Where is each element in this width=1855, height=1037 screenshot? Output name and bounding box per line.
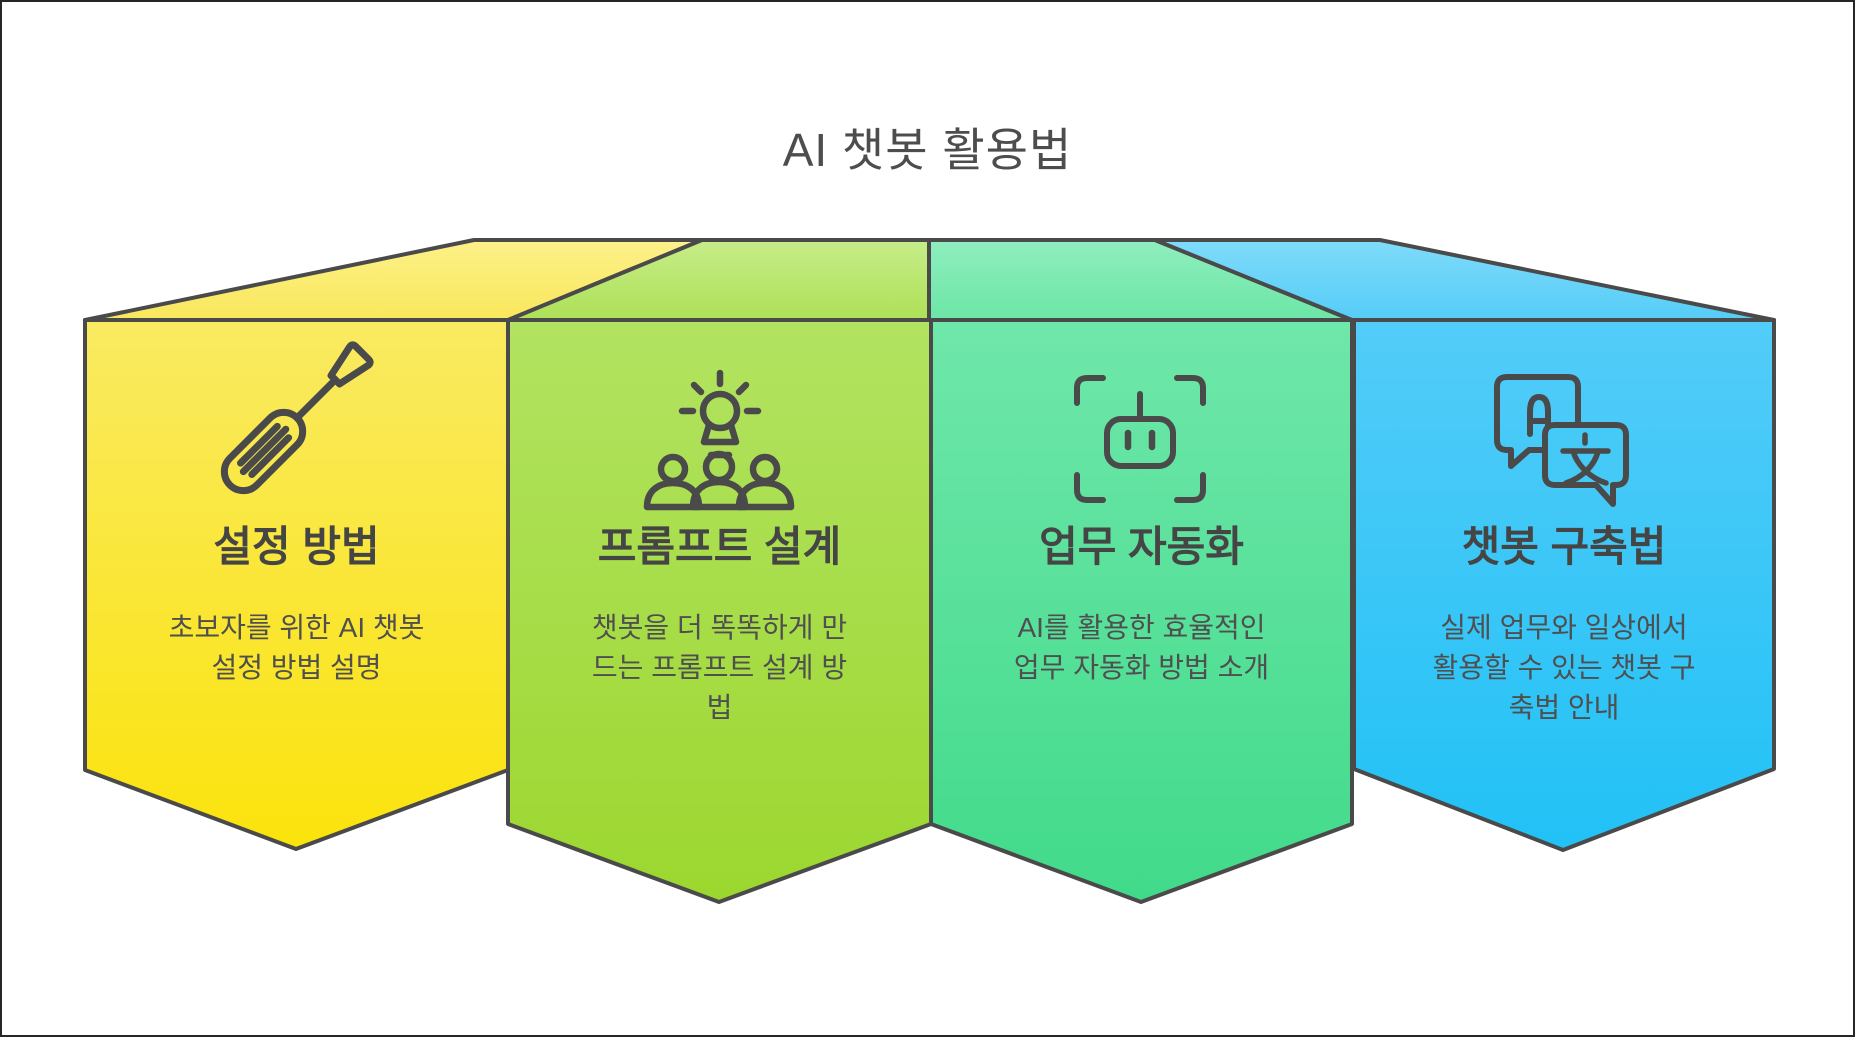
lightbulb-team-icon <box>643 369 795 511</box>
description-line: 실제 업무와 일상에서 <box>1440 612 1688 643</box>
banner-automation-body <box>929 318 1354 904</box>
description-line: 초보자를 위한 AI 챗봇 <box>168 612 425 643</box>
banner-description-setup: 초보자를 위한 AI 챗봇 설정 방법 설명 <box>85 608 508 688</box>
translation-chat-icon <box>1494 374 1629 507</box>
description-line: 챗봇을 더 똑똑하게 만 <box>591 612 848 643</box>
banner-chatbot-body <box>1352 318 1776 852</box>
description-line: 법 <box>706 692 733 723</box>
banner-title-automation: 업무 자동화 <box>1039 523 1244 570</box>
description-line: 설정 방법 설명 <box>211 652 382 683</box>
robot-scan-icon <box>1074 375 1206 503</box>
description-line: 활용할 수 있는 챗봇 구 <box>1432 652 1696 683</box>
banner-description-automation: AI를 활용한 효율적인 업무 자동화 방법 소개 <box>931 608 1352 688</box>
description-line: 업무 자동화 방법 소개 <box>1013 652 1270 683</box>
banner-setup-body <box>83 318 510 851</box>
screwdriver-icon <box>220 341 374 495</box>
banner-title-setup: 설정 방법 <box>213 523 380 570</box>
diagram-title: AI 챗봇 활용법 <box>782 124 1073 176</box>
description-line: AI를 활용한 효율적인 <box>1017 612 1266 643</box>
banner-chatbot-build: 챗봇 구축법 실제 업무와 일상에서 활용할 수 있는 챗봇 구 축법 안내 <box>1354 320 1774 902</box>
banner-description-prompt-design: 챗봇을 더 똑똑하게 만 드는 프롬프트 설계 방 법 <box>508 608 931 728</box>
description-line: 드는 프롬프트 설계 방 <box>591 652 848 683</box>
description-line: 축법 안내 <box>1508 692 1620 723</box>
banner-prompt-design: 프롬프트 설계 챗봇을 더 똑똑하게 만 드는 프롬프트 설계 방 법 <box>508 320 931 902</box>
banner-description-chatbot-build: 실제 업무와 일상에서 활용할 수 있는 챗봇 구 축법 안내 <box>1354 608 1774 728</box>
banner-title-chatbot-build: 챗봇 구축법 <box>1461 523 1667 570</box>
banner-automation: 업무 자동화 AI를 활용한 효율적인 업무 자동화 방법 소개 <box>931 320 1352 902</box>
banner-title-prompt-design: 프롬프트 설계 <box>597 523 842 570</box>
banner-setup: 설정 방법 초보자를 위한 AI 챗봇 설정 방법 설명 <box>85 320 508 902</box>
